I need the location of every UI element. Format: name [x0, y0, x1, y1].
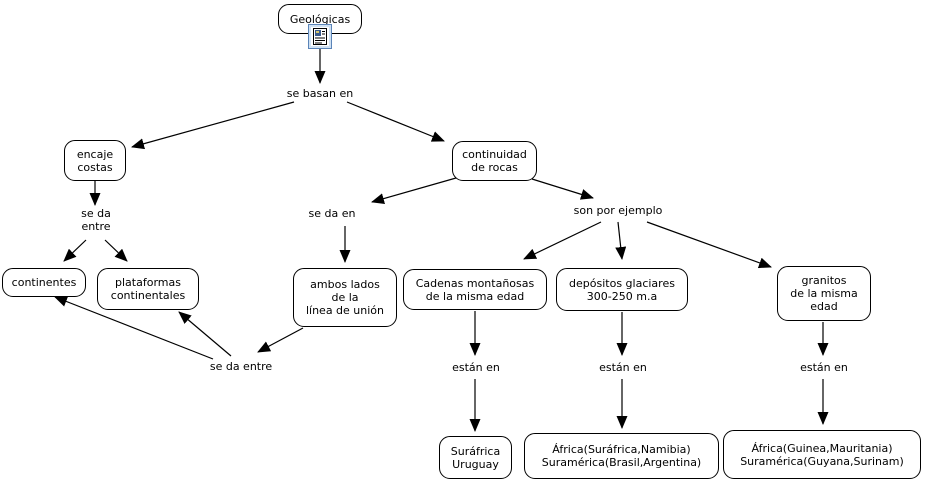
edge-se-da-entre-to-plataformas [104, 239, 128, 262]
document-icon [313, 28, 327, 45]
node-plataformas-continentales[interactable]: plataformas continentales [97, 268, 199, 310]
edge-ambos-lados-to-se-da-entre-bottom [257, 327, 304, 353]
node-continuidad-de-rocas[interactable]: continuidad de rocas [452, 141, 537, 181]
link-label-se-da-entre-bottom[interactable]: se da entre [209, 360, 273, 373]
node-africa-suramerica-guinea-surinam[interactable]: África(Guinea,Mauritania) Suramérica(Guy… [723, 430, 921, 479]
node-cadenas-montanosas[interactable]: Cadenas montañosas de la misma edad [403, 269, 547, 310]
node-surafrica-uruguay[interactable]: Suráfrica Uruguay [439, 436, 512, 479]
node-depositos-glaciares[interactable]: depósitos glaciares 300-250 m.a [556, 268, 688, 311]
edge-continuidad-to-son-por-ejemplo [531, 178, 594, 200]
link-label-son-por-ejemplo[interactable]: son por ejemplo [573, 204, 663, 217]
link-label-estan-en-2[interactable]: están en [599, 361, 647, 374]
node-granitos[interactable]: granitos de la misma edad [777, 266, 871, 321]
edge-se-da-entre-bottom-to-continentes [54, 296, 214, 360]
node-continentes[interactable]: continentes [2, 268, 86, 297]
link-label-se-basan-en[interactable]: se basan en [286, 87, 354, 100]
node-africa-suramerica-namibia-argentina[interactable]: África(Suráfrica,Namibia) Suramérica(Bra… [524, 433, 719, 479]
edge-se-basan-en-to-continuidad [346, 101, 445, 142]
edge-se-da-entre-bottom-to-plataformas [178, 311, 232, 357]
edge-se-da-entre-to-continentes [63, 239, 87, 262]
edge-se-basan-en-to-encaje-costas [131, 101, 295, 150]
edge-son-por-ejemplo-to-granitos [646, 221, 772, 269]
edge-son-por-ejemplo-to-cadenas [523, 221, 602, 260]
edge-son-por-ejemplo-to-depositos [615, 221, 627, 260]
node-ambos-lados-linea-union[interactable]: ambos lados de la línea de unión [293, 268, 397, 327]
edge-continuidad-to-se-da-en [371, 177, 457, 204]
link-label-estan-en-3[interactable]: están en [800, 361, 848, 374]
link-label-se-da-en[interactable]: se da en [308, 207, 356, 220]
node-encaje-costas[interactable]: encaje costas [64, 140, 126, 181]
link-label-estan-en-1[interactable]: están en [452, 361, 500, 374]
link-label-se-da-entre-left[interactable]: se da entre [81, 207, 111, 233]
resource-icon[interactable] [308, 24, 332, 49]
